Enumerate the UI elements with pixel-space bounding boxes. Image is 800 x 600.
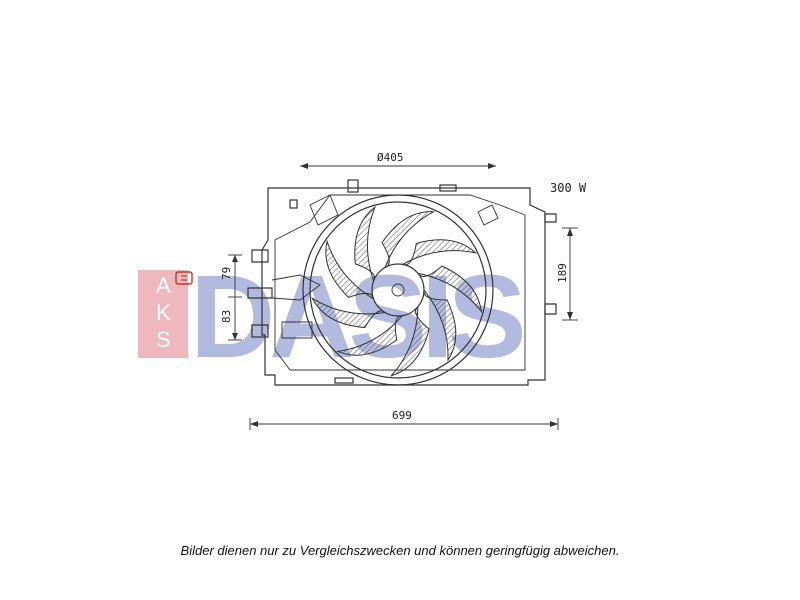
fan-blade [416,265,483,314]
fan-blade [311,296,387,328]
power-label: 300 W [550,181,587,195]
electrical-connector-icon [175,271,193,285]
top-clip-right [439,184,457,192]
fan-shroud [247,179,557,386]
watermark-side-letter-a: A [156,273,171,298]
fan-blade [325,239,375,300]
top-clip-left [347,179,359,193]
bottom-clip [334,377,354,384]
right-bracket [477,204,499,226]
fan-blade [335,315,404,356]
fan-hub [371,263,425,317]
connector-housing [281,321,313,339]
left-mount-tab-upper [251,249,269,263]
left-upper-label: 79 [220,267,233,280]
height-right-label: 189 [556,263,569,283]
upper-bracket [309,194,339,226]
small-square-hole [289,199,298,209]
fan-blade [423,288,457,362]
diameter-label: Ø405 [377,151,404,164]
width-label: 699 [392,409,412,422]
motor-bracket-left [271,274,321,301]
shroud-outline [261,187,546,386]
fan-ring-inner [309,201,487,379]
dimension-left: 79 83 [220,254,242,341]
fan-blade [401,239,478,266]
right-mount-tab-lower [544,303,557,315]
fan-blades [311,205,483,377]
left-mount-tab-lower [251,324,269,338]
dimension-height-right: 189 [556,227,578,321]
fan-ring [302,194,494,386]
fan-blade [354,205,377,283]
fan-ring-outer [302,194,494,386]
disclaimer-text: Bilder dienen nur zu Vergleichszwecken u… [180,543,620,558]
fan-hub-center [391,283,405,297]
shroud-inner-edge [274,194,526,371]
dimension-width: 699 [249,409,559,430]
fan-blade [389,305,430,377]
right-mount-tab-upper [544,213,557,223]
watermark-side-letter-k: K [156,300,171,325]
left-lower-label: 83 [220,310,233,323]
dimension-diameter: Ø405 [300,151,496,169]
watermark-side-letter-s: S [156,327,171,352]
fan-blade [381,211,436,269]
